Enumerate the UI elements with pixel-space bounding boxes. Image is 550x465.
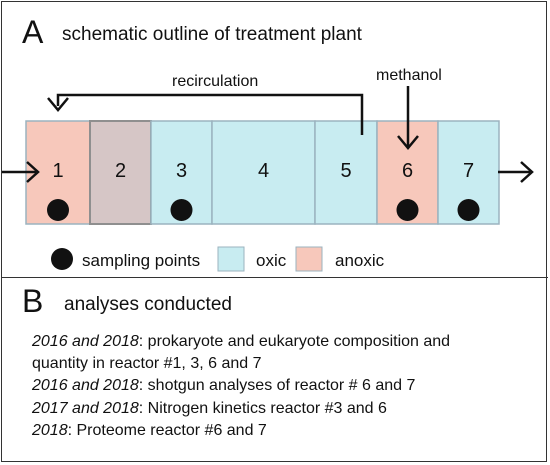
analysis-line: 2018: Proteome reactor #6 and 7 [32, 422, 267, 440]
reactor-number-label: 2 [115, 160, 126, 182]
sampling-point-dot [170, 199, 193, 221]
analysis-text: : prokaryote and eukaryote composition a… [138, 333, 451, 350]
legend-sampling-label: sampling points [82, 251, 200, 270]
sampling-point-dot [396, 199, 419, 221]
analysis-line: 2016 and 2018: shotgun analyses of react… [32, 377, 415, 395]
reactor-3-oxic [150, 120, 213, 225]
recirculation-label: recirculation [172, 73, 258, 90]
analysis-years: 2016 and 2018 [32, 333, 139, 350]
reactor-4-oxic [211, 120, 316, 225]
analysis-text: quantity in reactor #1, 3, 6 and 7 [32, 355, 262, 372]
legend-oxic-swatch [217, 246, 245, 272]
sampling-point-dot [457, 199, 480, 221]
reactor-5-oxic [314, 120, 378, 225]
reactor-number-label: 3 [176, 160, 187, 182]
analysis-years: 2016 and 2018 [32, 377, 139, 394]
panel-a-title: schematic outline of treatment plant [62, 24, 362, 45]
legend-anoxic-label: anoxic [335, 251, 385, 270]
analysis-line: quantity in reactor #1, 3, 6 and 7 [32, 355, 261, 373]
reactor-row: 1 2 3 4 5 6 7 [25, 120, 500, 225]
recirculation-arrow [56, 93, 364, 135]
legend-oxic-label: oxic [256, 251, 287, 270]
outflow-arrowhead [520, 161, 534, 183]
recirculation-arrowhead [47, 97, 69, 112]
legend-sampling-dot [51, 248, 73, 270]
analysis-line: 2017 and 2018: Nitrogen kinetics reactor… [32, 400, 387, 418]
legend-anoxic-swatch [295, 246, 323, 272]
reactor-number-label: 1 [52, 160, 63, 182]
panel-b-letter: B [22, 283, 44, 319]
panel-b-title: analyses conducted [64, 294, 232, 315]
panel-a-letter: A [22, 14, 44, 50]
inflow-arrowhead [26, 161, 40, 183]
reactor-number-label: 6 [402, 160, 413, 182]
analysis-text: : Nitrogen kinetics reactor #3 and 6 [138, 400, 387, 417]
plant-schematic: 1 2 3 4 5 6 7 recirculation methanol sampling … [2, 67, 534, 272]
methanol-label: methanol [376, 67, 442, 84]
analysis-years: 2018 [32, 422, 68, 439]
reactor-number-label: 5 [340, 160, 351, 182]
analysis-years: 2017 and 2018 [32, 400, 139, 417]
analysis-line: 2016 and 2018: prokaryote and eukaryote … [32, 333, 450, 351]
reactor-number-label: 7 [463, 160, 474, 182]
methanol-arrowhead [397, 135, 419, 150]
reactor-number-label: 4 [258, 160, 269, 182]
analysis-text: : Proteome reactor #6 and 7 [67, 422, 267, 439]
panel-divider [1, 277, 548, 278]
analysis-text: : shotgun analyses of reactor # 6 and 7 [138, 377, 416, 394]
sampling-point-dot [47, 199, 69, 221]
